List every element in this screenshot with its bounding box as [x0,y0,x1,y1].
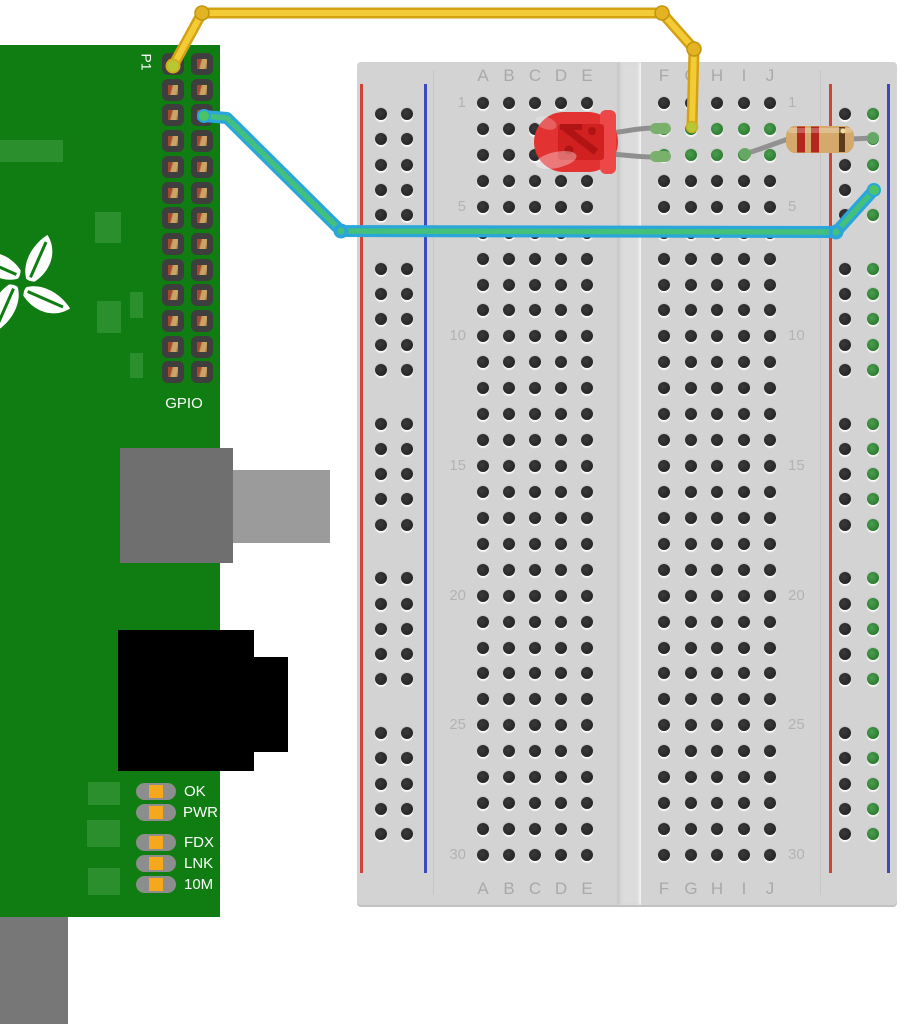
gpio-pin-contact [168,341,178,352]
silkscreen-patch [88,868,120,895]
status-led-ok [136,783,176,800]
status-led-pwr [136,804,176,821]
silkscreen-patch [130,353,143,378]
breadboard-center-channel [617,62,641,905]
gpio-pin-contact [168,136,178,147]
gpio-pin-contact [197,110,207,121]
rca-video-connector [118,630,254,771]
gpio-pin-contact [197,238,207,249]
status-led-fdx [136,834,176,851]
breadboard-section-divider [433,70,434,895]
status-led-pwr-label: PWR [183,804,218,821]
gpio-pin-contact [168,316,178,326]
gpio-pin-contact [168,187,178,198]
gpio-pin-contact [168,367,178,378]
gpio-pin-contact [197,290,207,301]
silkscreen-patch [87,820,120,847]
gpio-pin-contact [197,213,207,224]
silkscreen-patch [0,140,63,162]
wire-bendpoint[interactable] [686,41,702,57]
rca-video-connector-plug [254,657,288,752]
led-chip [149,857,163,870]
silkscreen-patch [97,301,121,333]
gpio-pin-contact [168,110,178,121]
gpio-pin-contact [168,290,178,301]
right-rail-red-line [829,84,832,873]
left-rail-red-line [360,84,363,873]
status-led-10m-label: 10M [184,876,214,893]
gpio-pin-contact [197,136,207,147]
breadboard-section-divider [820,70,821,895]
ethernet-port-jack [226,470,330,543]
gpio-header-p1-label: P1 [138,53,155,71]
gpio-pin-contact [197,367,207,378]
status-led-lnk [136,855,176,872]
wire-bendpoint-core [337,227,345,235]
left-rail-blue-line [424,84,427,873]
gpio-silkscreen-label: GPIO [165,395,203,412]
led-chip [149,785,163,798]
status-led-lnk-label: LNK [184,855,214,872]
wire-bendpoint[interactable] [194,5,210,21]
gpio-pin-contact [197,316,207,326]
wire-bendpoint[interactable] [333,223,349,239]
gpio-pin-contact [168,238,178,249]
wire-bendpoint[interactable] [654,5,670,21]
gpio-pin-contact [168,213,178,224]
status-led-fdx-label: FDX [184,834,214,851]
status-led-10m [136,876,176,893]
gpio-pin-contact [168,59,178,69]
led-chip [149,836,163,849]
gpio-pin-contact [168,264,178,275]
gpio-pin-contact [197,84,207,95]
gpio-pin-contact [168,161,178,172]
gpio-pin-contact [168,84,178,95]
led-chip [149,806,163,819]
silkscreen-patch [95,212,121,243]
ethernet-port [120,448,233,563]
silkscreen-patch [88,782,120,805]
gpio-pin-contact [197,161,207,172]
right-rail-blue-line [887,84,890,873]
gpio-pin-contact [197,187,207,198]
raspberry-leaf-logo [0,234,71,332]
gpio-pin-contact [197,264,207,275]
led-chip [149,878,163,891]
gpio-pin-contact [197,341,207,352]
status-led-ok-label: OK [184,783,206,800]
silkscreen-patch [130,292,143,318]
gpio-pin-contact [197,59,207,69]
